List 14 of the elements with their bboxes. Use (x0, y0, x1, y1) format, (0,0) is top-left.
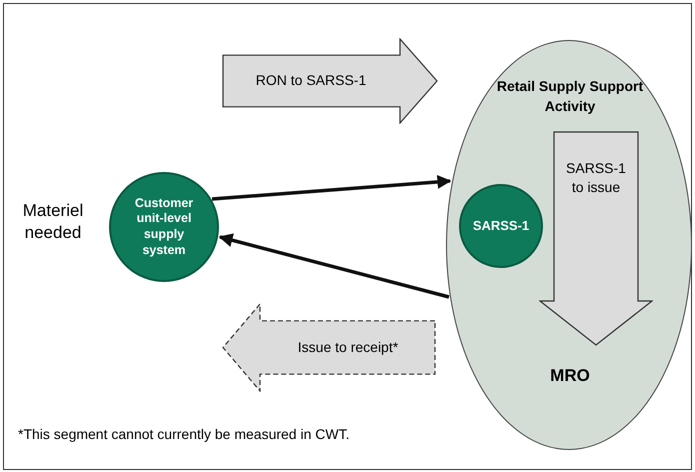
arrow (218, 233, 450, 299)
circle-node: SARSS-1 (459, 184, 543, 268)
circle-node: Customer unit-level supply system (109, 172, 219, 282)
footnote: *This segment cannot currently be measured in CWT. (18, 426, 350, 442)
region-heading: Retail Supply Support Activity (496, 77, 644, 116)
arrow-label: Issue to receipt* (296, 338, 400, 354)
block-arrow (222, 303, 436, 392)
block-arrow (222, 38, 438, 124)
block-arrow (539, 131, 653, 346)
region-label: MRO (549, 366, 591, 386)
side-note: Materiel needed (22, 200, 84, 244)
arrow-label: RON to SARSS-1 (254, 72, 368, 88)
arrow-label: SARSS-1 to issue (565, 159, 627, 197)
arrow (212, 174, 452, 201)
